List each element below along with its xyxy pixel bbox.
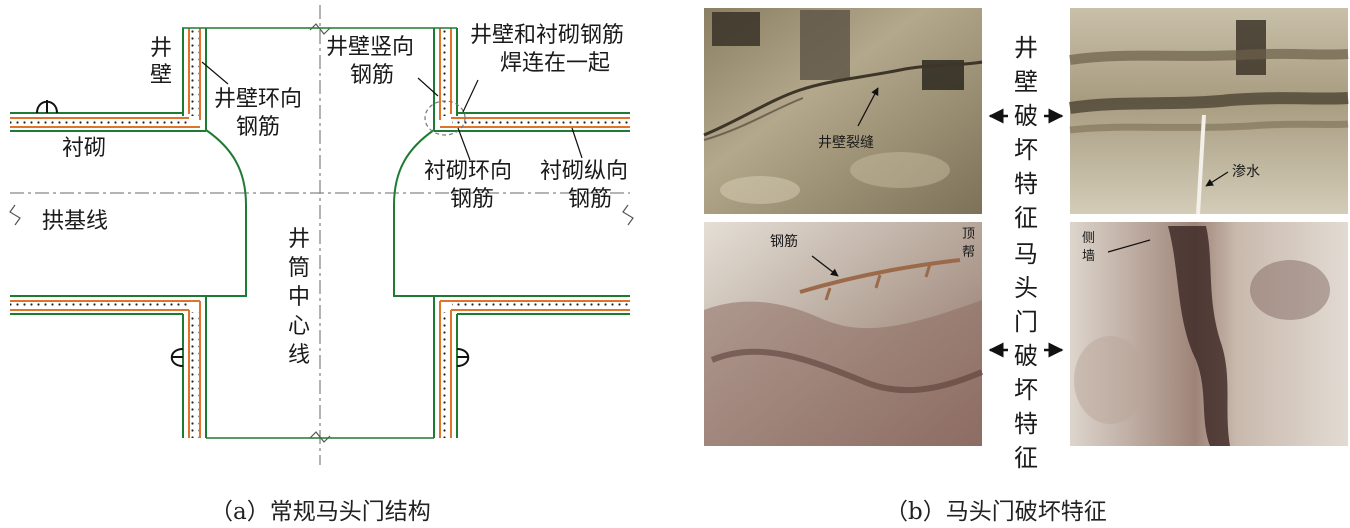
left-arch-curve (10, 129, 247, 297)
break-mark-left (9, 204, 21, 226)
right-lower-lining (434, 295, 630, 315)
left-lower-shaft-wall (170, 296, 320, 439)
label-roof-side-2: 帮 (962, 245, 975, 260)
svg-text:门: 门 (1014, 308, 1038, 336)
label-welded-1: 井壁和衬砌钢筋 (470, 23, 624, 48)
label-center-line-4: 心 (288, 314, 310, 339)
photo-side-wall: 侧 墙 (1070, 222, 1348, 446)
svg-text:井: 井 (1014, 34, 1038, 62)
label-arch-springing-line: 拱基线 (42, 209, 108, 234)
label-rebar: 钢筋 (770, 233, 798, 250)
horse-head-gate-structure-diagram: 井 壁 井壁环向 钢筋 衬砌 拱基线 井 筒 中 心 线 井壁竖向 钢筋 井壁和… (9, 5, 634, 465)
right-upper-lining (434, 112, 630, 132)
svg-text:征: 征 (1014, 444, 1038, 472)
label-lining-hoop-2: 钢筋 (450, 187, 494, 212)
svg-text:坏: 坏 (1014, 136, 1038, 164)
leader-lining-hoop (457, 127, 471, 161)
label-lining: 衬砌 (62, 136, 106, 161)
label-center-line-2: 筒 (288, 256, 310, 281)
label-center-line-3: 中 (288, 285, 310, 310)
damage-photos-panel: 井壁裂缝 渗水 钢筋 顶 帮 (703, 8, 1349, 472)
label-center-line-1: 井 (288, 227, 310, 252)
label-welded-2: 焊连在一起 (500, 51, 610, 76)
break-mark-bottom (309, 431, 331, 443)
label-shaft-wall-1: 井 (150, 36, 172, 61)
break-mark-right (622, 204, 634, 226)
leader-shaft-wall-hoop (201, 61, 229, 85)
label-lining-longitudinal-1: 衬砌纵向 (540, 159, 628, 184)
leader-shaft-wall-vertical (417, 77, 439, 97)
top-damage-label-group: 井 壁 破 坏 特 征 (988, 34, 1064, 232)
photo-shaft-wall-crack: 井壁裂缝 (703, 8, 983, 214)
label-shaft-wall-2: 壁 (150, 63, 172, 88)
bottom-damage-label-group: 马 头 门 破 坏 特 征 (988, 240, 1064, 472)
photo-seepage: 渗水 (1069, 8, 1349, 215)
photo-roof-rebar: 钢筋 顶 帮 (704, 222, 984, 446)
svg-text:特: 特 (1014, 170, 1038, 198)
label-side-wall-2: 墙 (1082, 249, 1095, 264)
right-upper-shaft-wall (320, 27, 458, 130)
label-shaft-wall-hoop-2: 钢筋 (236, 115, 280, 140)
leader-welded (462, 79, 479, 113)
svg-text:坏: 坏 (1014, 376, 1038, 404)
weld-detail-circle (424, 100, 466, 136)
break-mark-top (309, 23, 331, 35)
left-lower-lining (10, 295, 206, 315)
label-lining-longitudinal-2: 钢筋 (568, 187, 612, 212)
svg-text:特: 特 (1014, 410, 1038, 438)
label-center-line-5: 线 (288, 343, 310, 368)
right-lower-shaft-wall (320, 296, 470, 439)
label-shaft-wall-vertical-2: 钢筋 (350, 63, 394, 88)
left-upper-lining (10, 100, 206, 132)
svg-text:破: 破 (1014, 102, 1038, 130)
label-lining-hoop-1: 衬砌环向 (424, 159, 512, 184)
label-shaft-wall-vertical-1: 井壁竖向 (326, 35, 414, 60)
left-upper-shaft-wall (182, 27, 320, 130)
svg-text:破: 破 (1014, 342, 1038, 370)
svg-text:马: 马 (1014, 240, 1038, 268)
leader-lining-longitudinal (571, 127, 583, 159)
label-shaft-wall-hoop-1: 井壁环向 (214, 87, 302, 112)
label-shaft-wall-crack: 井壁裂缝 (818, 135, 874, 151)
caption-a: （a）常规马头门结构 (210, 499, 431, 525)
right-arch-curve (393, 129, 630, 297)
svg-text:壁: 壁 (1014, 68, 1038, 96)
label-roof-side-1: 顶 (962, 227, 975, 242)
caption-b: （b）马头门破坏特征 (885, 499, 1107, 525)
svg-text:征: 征 (1014, 204, 1038, 232)
label-side-wall-1: 侧 (1082, 231, 1095, 246)
label-seepage: 渗水 (1232, 164, 1260, 180)
svg-text:头: 头 (1014, 274, 1038, 302)
